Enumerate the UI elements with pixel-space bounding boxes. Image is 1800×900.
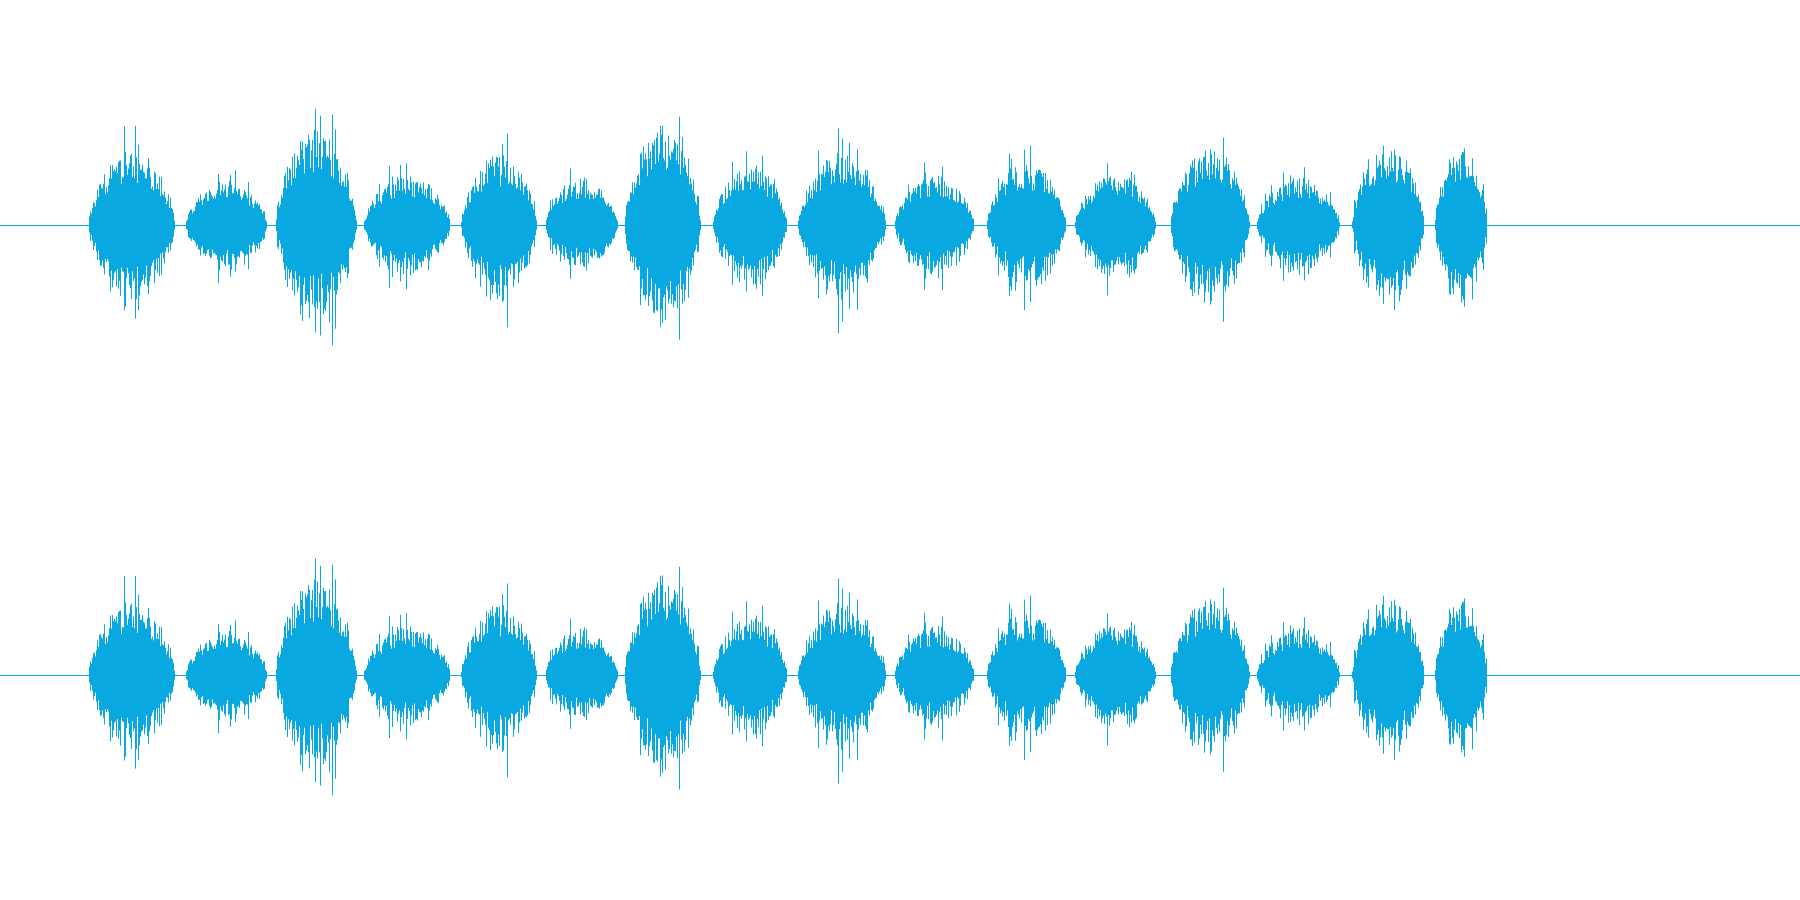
waveform-channel-right xyxy=(0,558,1800,796)
waveform-channel-left xyxy=(0,108,1800,346)
waveform-samples xyxy=(89,108,1487,346)
waveform-samples xyxy=(89,558,1487,796)
